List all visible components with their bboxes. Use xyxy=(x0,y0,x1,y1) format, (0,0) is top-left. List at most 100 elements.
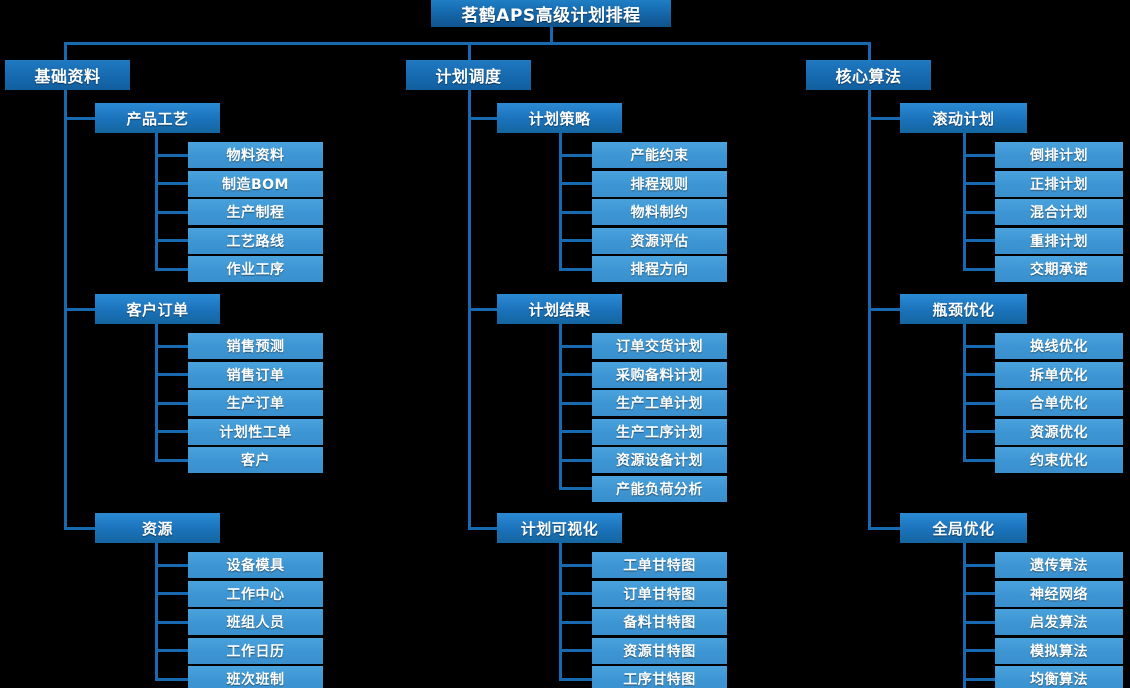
group-stub-1-2 xyxy=(468,526,497,530)
leaf-item-0-2-0[interactable]: 设备模具 xyxy=(188,552,323,578)
leaf-item-2-0-4[interactable]: 交期承诺 xyxy=(995,256,1123,282)
leaf-stub-0-2-1 xyxy=(155,592,188,595)
leaf-item-2-1-4[interactable]: 约束优化 xyxy=(995,447,1123,473)
group-stub-2-1 xyxy=(868,307,900,311)
group-spine-2-2 xyxy=(963,543,966,688)
leaf-item-2-1-0[interactable]: 换线优化 xyxy=(995,333,1123,359)
leaf-item-0-2-2[interactable]: 班组人员 xyxy=(188,609,323,635)
group-header-2-1[interactable]: 瓶颈优化 xyxy=(900,294,1027,324)
group-stub-2-0 xyxy=(868,116,900,120)
leaf-stub-2-2-0 xyxy=(963,563,995,567)
leaf-stub-0-1-3 xyxy=(155,430,188,433)
leaf-item-0-1-0[interactable]: 销售预测 xyxy=(188,333,323,359)
leaf-item-0-2-4[interactable]: 班次班制 xyxy=(188,666,323,688)
leaf-item-1-1-4[interactable]: 资源设备计划 xyxy=(592,447,727,473)
leaf-item-0-0-4[interactable]: 作业工序 xyxy=(188,256,323,282)
group-spine-1-0 xyxy=(559,133,562,269)
group-header-1-1[interactable]: 计划结果 xyxy=(497,294,622,324)
leaf-item-0-1-4[interactable]: 客户 xyxy=(188,447,323,473)
branch-drop-vline-1 xyxy=(468,42,471,60)
leaf-item-1-2-1[interactable]: 订单甘特图 xyxy=(592,580,727,607)
leaf-item-1-2-0[interactable]: 工单甘特图 xyxy=(592,552,727,578)
leaf-stub-1-2-2 xyxy=(559,620,592,624)
leaf-item-1-0-1[interactable]: 排程规则 xyxy=(592,170,727,197)
root-trunk-vline xyxy=(549,27,553,42)
leaf-item-1-2-3[interactable]: 资源甘特图 xyxy=(592,637,727,664)
leaf-item-0-1-2[interactable]: 生产订单 xyxy=(188,390,323,416)
leaf-item-0-2-3[interactable]: 工作日历 xyxy=(188,637,323,664)
group-header-1-2[interactable]: 计划可视化 xyxy=(497,513,622,543)
group-header-2-2[interactable]: 全局优化 xyxy=(900,513,1027,543)
leaf-stub-1-1-5 xyxy=(559,487,592,490)
leaf-stub-0-1-1 xyxy=(155,373,188,376)
leaf-stub-2-1-2 xyxy=(963,401,995,405)
branch-header-0[interactable]: 基础资料 xyxy=(5,60,130,90)
leaf-item-0-1-3[interactable]: 计划性工单 xyxy=(188,418,323,445)
leaf-stub-2-1-0 xyxy=(963,344,995,348)
branch-header-2[interactable]: 核心算法 xyxy=(806,60,931,90)
leaf-stub-0-2-0 xyxy=(155,563,188,567)
group-stub-0-1 xyxy=(64,307,95,311)
branch-header-1[interactable]: 计划调度 xyxy=(406,60,531,90)
leaf-stub-0-2-4 xyxy=(155,677,188,681)
leaf-item-2-2-4[interactable]: 均衡算法 xyxy=(995,666,1123,688)
leaf-item-0-1-1[interactable]: 销售订单 xyxy=(188,361,323,388)
leaf-item-1-1-1[interactable]: 采购备料计划 xyxy=(592,361,727,388)
leaf-item-2-1-2[interactable]: 合单优化 xyxy=(995,390,1123,416)
leaf-item-2-0-3[interactable]: 重排计划 xyxy=(995,227,1123,254)
leaf-item-0-2-1[interactable]: 工作中心 xyxy=(188,580,323,607)
leaf-item-2-0-0[interactable]: 倒排计划 xyxy=(995,142,1123,168)
leaf-stub-2-0-4 xyxy=(963,267,995,271)
group-spine-1-2 xyxy=(559,543,562,679)
leaf-stub-0-0-3 xyxy=(155,239,188,242)
leaf-stub-1-0-4 xyxy=(559,267,592,271)
leaf-item-2-0-2[interactable]: 混合计划 xyxy=(995,199,1123,225)
leaf-stub-1-1-0 xyxy=(559,344,592,348)
leaf-item-1-2-2[interactable]: 备料甘特图 xyxy=(592,609,727,635)
leaf-item-1-1-2[interactable]: 生产工单计划 xyxy=(592,390,727,416)
root-title: 茗鹤APS高级计划排程 xyxy=(431,0,671,27)
leaf-stub-0-2-3 xyxy=(155,649,188,652)
group-header-1-0[interactable]: 计划策略 xyxy=(497,103,622,133)
group-header-0-1[interactable]: 客户订单 xyxy=(95,294,220,324)
leaf-item-2-2-1[interactable]: 神经网络 xyxy=(995,580,1123,607)
leaf-item-0-0-1[interactable]: 制造BOM xyxy=(188,170,323,197)
group-spine-0-2 xyxy=(155,543,158,679)
leaf-item-1-1-3[interactable]: 生产工序计划 xyxy=(592,418,727,445)
group-header-2-0[interactable]: 滚动计划 xyxy=(900,103,1027,133)
leaf-item-0-0-2[interactable]: 生产制程 xyxy=(188,199,323,225)
leaf-stub-1-0-1 xyxy=(559,182,592,185)
leaf-stub-2-2-4 xyxy=(963,677,995,681)
group-header-0-2[interactable]: 资源 xyxy=(95,513,220,543)
leaf-stub-1-2-1 xyxy=(559,592,592,595)
leaf-stub-1-2-0 xyxy=(559,563,592,567)
leaf-item-1-0-0[interactable]: 产能约束 xyxy=(592,142,727,168)
group-stub-1-1 xyxy=(468,307,497,311)
leaf-stub-0-0-0 xyxy=(155,153,188,157)
leaf-item-2-2-0[interactable]: 遗传算法 xyxy=(995,552,1123,578)
leaf-stub-0-1-0 xyxy=(155,344,188,348)
leaf-item-1-0-3[interactable]: 资源评估 xyxy=(592,227,727,254)
leaf-stub-1-2-3 xyxy=(559,649,592,652)
leaf-item-2-2-2[interactable]: 启发算法 xyxy=(995,609,1123,635)
leaf-item-2-0-1[interactable]: 正排计划 xyxy=(995,170,1123,197)
leaf-item-1-1-5[interactable]: 产能负荷分析 xyxy=(592,475,727,502)
leaf-item-1-0-4[interactable]: 排程方向 xyxy=(592,256,727,282)
leaf-stub-2-0-2 xyxy=(963,210,995,214)
group-spine-2-0 xyxy=(963,133,966,269)
group-header-0-0[interactable]: 产品工艺 xyxy=(95,103,220,133)
leaf-item-2-1-3[interactable]: 资源优化 xyxy=(995,418,1123,445)
group-spine-2-1 xyxy=(963,324,966,460)
leaf-item-1-1-0[interactable]: 订单交货计划 xyxy=(592,333,727,359)
leaf-item-0-0-3[interactable]: 工艺路线 xyxy=(188,227,323,254)
leaf-stub-1-0-0 xyxy=(559,153,592,157)
leaf-item-2-2-3[interactable]: 模拟算法 xyxy=(995,637,1123,664)
leaf-stub-2-1-3 xyxy=(963,430,995,433)
group-stub-0-2 xyxy=(64,526,95,530)
leaf-item-2-1-1[interactable]: 拆单优化 xyxy=(995,361,1123,388)
leaf-stub-2-0-0 xyxy=(963,153,995,157)
leaf-stub-0-0-4 xyxy=(155,267,188,271)
leaf-item-1-0-2[interactable]: 物料制约 xyxy=(592,199,727,225)
leaf-item-1-2-4[interactable]: 工序甘特图 xyxy=(592,666,727,688)
leaf-item-0-0-0[interactable]: 物料资料 xyxy=(188,142,323,168)
